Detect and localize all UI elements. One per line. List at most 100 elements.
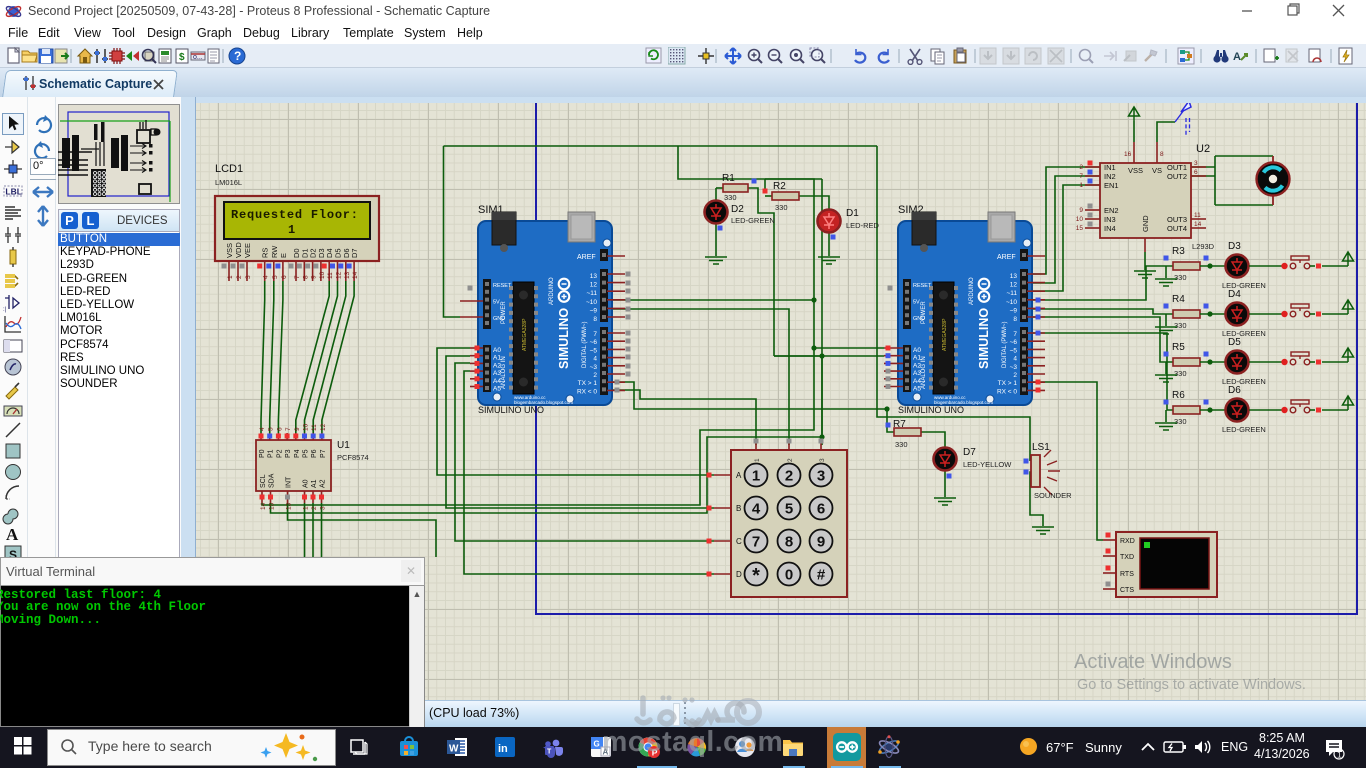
svg-text:AREF: AREF (997, 254, 1016, 261)
svg-text:in: in (498, 743, 508, 755)
svg-text:3: 3 (817, 468, 825, 485)
svg-text:SIMULINO UNO: SIMULINO UNO (478, 405, 544, 415)
svg-text:$: $ (179, 52, 185, 63)
svg-text:SOUNDER: SOUNDER (1034, 491, 1072, 500)
svg-text:A2: A2 (320, 479, 327, 488)
svg-text:D4: D4 (325, 248, 334, 258)
svg-text:P6: P6 (311, 449, 318, 458)
svg-text:R1: R1 (722, 173, 735, 184)
svg-text:ANALOG IN: ANALOG IN (921, 356, 927, 389)
svg-text:VEE: VEE (243, 243, 252, 258)
svg-text:blogembarcado.blogspot.com: blogembarcado.blogspot.com (934, 400, 993, 405)
svg-text:15: 15 (1076, 225, 1084, 232)
svg-text:VDD: VDD (234, 242, 243, 258)
svg-text:o...: o... (193, 54, 203, 61)
svg-text:A3: A3 (913, 370, 921, 377)
svg-text:B: B (736, 504, 741, 513)
svg-text:RS: RS (261, 248, 270, 258)
svg-text:LS1: LS1 (1032, 442, 1050, 453)
svg-text:~5: ~5 (1010, 347, 1018, 354)
svg-text:14: 14 (260, 502, 267, 510)
svg-text:8: 8 (302, 275, 309, 279)
svg-text:A: A (6, 525, 19, 544)
svg-text:12: 12 (320, 423, 327, 431)
svg-text:INT: INT (286, 476, 293, 488)
svg-text:5V: 5V (913, 300, 920, 306)
svg-text:ATMEGA328P: ATMEGA328P (522, 318, 528, 351)
svg-text:OUT4: OUT4 (1167, 224, 1187, 233)
svg-text:13: 13 (344, 271, 351, 279)
svg-text:AREF: AREF (577, 254, 596, 261)
svg-text:2: 2 (787, 458, 794, 462)
svg-text:TX > 1: TX > 1 (578, 380, 598, 387)
svg-text:330: 330 (1174, 417, 1187, 426)
svg-text:CTS: CTS (1120, 587, 1134, 594)
svg-text:9: 9 (311, 275, 318, 279)
svg-text:SDA: SDA (269, 473, 276, 488)
svg-text:POWER: POWER (501, 301, 507, 324)
svg-text:330: 330 (895, 440, 908, 449)
svg-text:R3: R3 (1172, 246, 1185, 257)
svg-text:8: 8 (1160, 151, 1164, 158)
svg-text:ARDUINO: ARDUINO (549, 277, 555, 305)
svg-text:RX < 0: RX < 0 (577, 388, 597, 395)
svg-text:RW: RW (270, 245, 279, 258)
svg-text:P4: P4 (294, 449, 301, 458)
svg-text:R5: R5 (1172, 342, 1185, 353)
svg-text:blogembarcado.blogspot.com: blogembarcado.blogspot.com (514, 400, 573, 405)
svg-text:SCL: SCL (260, 474, 267, 488)
svg-text:P5: P5 (303, 449, 310, 458)
svg-text:A: A (603, 748, 609, 757)
svg-text:11: 11 (327, 272, 334, 279)
svg-text:A5: A5 (493, 386, 501, 393)
svg-text:P3: P3 (285, 449, 292, 458)
svg-text:D4: D4 (1228, 289, 1241, 300)
svg-text:SIMULINO: SIMULINO (977, 308, 991, 369)
svg-text:RX < 0: RX < 0 (997, 388, 1017, 395)
svg-text:PCF8574: PCF8574 (337, 453, 369, 462)
svg-text:6: 6 (817, 501, 825, 518)
svg-text:D2: D2 (309, 248, 318, 258)
svg-text::|: :| (3, 307, 7, 313)
svg-text:A0: A0 (493, 347, 501, 354)
svg-text:E: E (279, 253, 288, 258)
svg-text:TXD: TXD (1120, 554, 1134, 561)
svg-text:1: 1 (227, 275, 234, 279)
svg-text:D: D (736, 570, 742, 579)
svg-text:7: 7 (1013, 331, 1017, 338)
svg-text:GND: GND (1141, 215, 1150, 232)
svg-text:D3: D3 (317, 248, 326, 258)
svg-text:SIMULINO UNO: SIMULINO UNO (898, 405, 964, 415)
svg-text:D5: D5 (334, 248, 343, 258)
svg-text:12: 12 (336, 271, 343, 279)
svg-text:2: 2 (311, 506, 318, 510)
svg-text:POWER: POWER (921, 301, 927, 324)
svg-text:A4: A4 (493, 378, 501, 385)
svg-text:VSS: VSS (1128, 166, 1143, 175)
svg-text:?: ? (234, 49, 241, 63)
svg-text:~9: ~9 (1010, 307, 1018, 314)
svg-text:330: 330 (1174, 273, 1187, 282)
svg-text:6: 6 (276, 427, 283, 431)
svg-text:A: A (736, 471, 742, 480)
svg-text:R2: R2 (773, 181, 786, 192)
svg-text:2: 2 (236, 275, 243, 279)
svg-text:5: 5 (785, 501, 793, 518)
svg-text:7: 7 (1079, 173, 1083, 180)
svg-text:S: S (9, 548, 17, 562)
svg-text:ARDUINO: ARDUINO (969, 277, 975, 305)
svg-text:A3: A3 (493, 370, 501, 377)
svg-text:RTS: RTS (1120, 571, 1134, 578)
svg-text:14: 14 (1194, 221, 1202, 228)
svg-text:P7: P7 (320, 449, 327, 458)
svg-text:D6: D6 (342, 248, 351, 258)
svg-text:A2: A2 (913, 362, 921, 369)
svg-text:LED-GREEN: LED-GREEN (1222, 329, 1266, 338)
svg-text:8: 8 (1013, 316, 1017, 323)
svg-text:330: 330 (1174, 321, 1187, 330)
svg-text:LED-GREEN: LED-GREEN (1222, 377, 1266, 386)
svg-text:P0: P0 (259, 449, 266, 458)
svg-text:A1: A1 (311, 479, 318, 488)
svg-text:A: A (1233, 51, 1241, 63)
svg-text:P2: P2 (276, 449, 283, 458)
